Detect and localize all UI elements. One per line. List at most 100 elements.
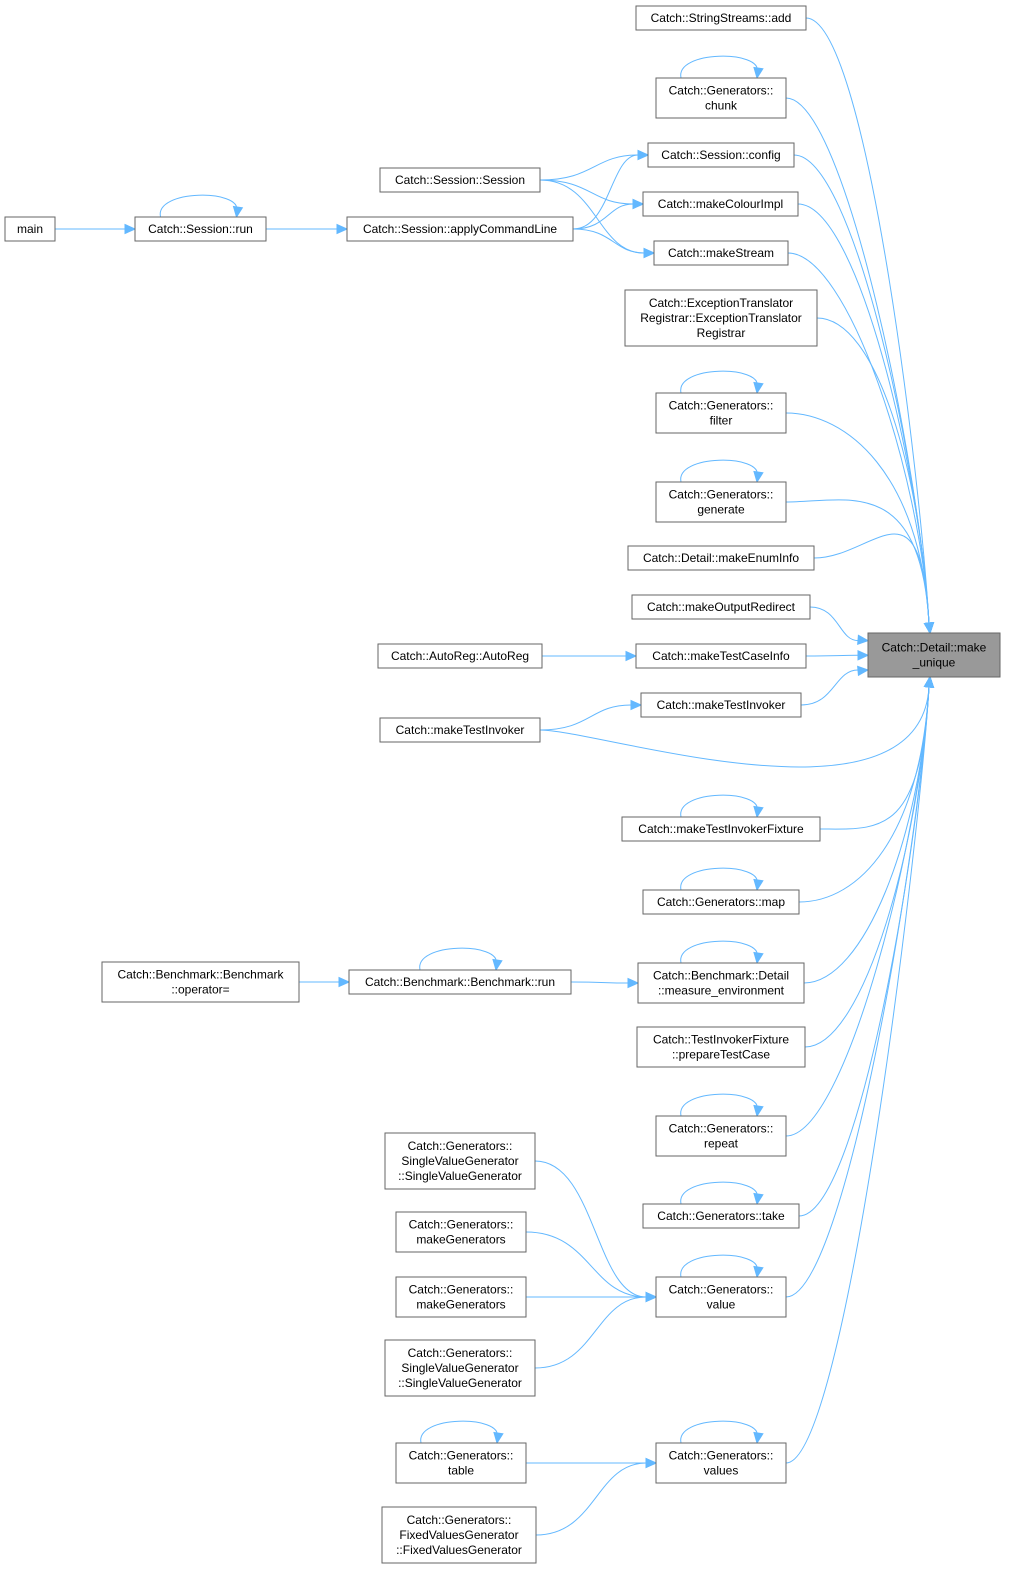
arrow-head-icon: [753, 1104, 764, 1118]
node-label: SingleValueGenerator: [401, 1361, 518, 1375]
node-make-stream[interactable]: Catch::makeStream: [653, 240, 789, 266]
edge-line: [680, 940, 758, 964]
node-label: repeat: [704, 1137, 739, 1151]
edge-gen-value-to-root: [785, 675, 935, 1298]
node-gen-table[interactable]: Catch::Generators::table: [395, 1442, 527, 1484]
edge-line: [803, 686, 930, 984]
node-gen-chunk[interactable]: Catch::Generators::chunk: [655, 77, 787, 119]
node-box: [653, 240, 789, 266]
edge-make-generators-a-to-gen-value: [525, 1231, 658, 1303]
node-label: values: [704, 1464, 739, 1478]
edge-line: [539, 179, 634, 205]
node-box: [631, 594, 811, 620]
node-box: [627, 545, 815, 571]
node-prepare-test-case[interactable]: Catch::TestInvokerFixture::prepareTestCa…: [636, 1026, 806, 1068]
node-box: [642, 191, 799, 217]
node-make-colour-impl[interactable]: Catch::makeColourImpl: [642, 191, 799, 217]
arrow-head-icon: [857, 634, 870, 645]
node-box: [642, 889, 800, 915]
node-box: [655, 77, 787, 119]
node-label: Catch::Generators::: [409, 1449, 514, 1463]
node-label: Catch::Generators::take: [657, 1209, 785, 1223]
node-root[interactable]: Catch::Detail::make_unique: [867, 632, 1001, 678]
node-gen-value[interactable]: Catch::Generators::value: [655, 1276, 787, 1318]
edge-session-session-to-session-config: [539, 149, 650, 181]
edge-make-generators-b-to-gen-value: [526, 1291, 658, 1303]
edge-line: [816, 317, 930, 624]
node-label: ::operator=: [171, 983, 229, 997]
node-label: Catch::ExceptionTranslator: [649, 296, 793, 310]
arrow-head-icon: [637, 149, 650, 161]
node-single-value-gen-a[interactable]: Catch::Generators::SingleValueGenerator:…: [384, 1132, 536, 1190]
node-box: [647, 142, 795, 168]
node-main[interactable]: main: [4, 216, 56, 242]
edge-benchmark-run-to-measure-environment: [570, 977, 640, 989]
edge-line: [572, 154, 639, 230]
edge-line: [809, 606, 859, 642]
node-make-test-case-info[interactable]: Catch::makeTestCaseInfo: [635, 643, 807, 669]
node-benchmark-operator[interactable]: Catch::Benchmark::Benchmark::operator=: [101, 961, 300, 1003]
node-box: [379, 717, 541, 743]
node-make-output-redirect[interactable]: Catch::makeOutputRedirect: [631, 594, 811, 620]
node-make-test-invoker-a[interactable]: Catch::makeTestInvoker: [640, 692, 802, 718]
node-session-session[interactable]: Catch::Session::Session: [379, 167, 541, 193]
node-session-config[interactable]: Catch::Session::config: [647, 142, 795, 168]
node-single-value-gen-b[interactable]: Catch::Generators::SingleValueGenerator:…: [384, 1339, 536, 1397]
edge-line: [813, 533, 930, 624]
edge-line: [785, 499, 930, 624]
node-gen-values[interactable]: Catch::Generators::values: [655, 1442, 787, 1484]
edge-line: [535, 1462, 647, 1536]
node-box: [635, 643, 807, 669]
node-apply-command-line[interactable]: Catch::Session::applyCommandLine: [346, 216, 574, 242]
arrow-head-icon: [857, 665, 870, 677]
edge-line: [804, 686, 930, 1048]
node-label: Catch::TestInvokerFixture: [653, 1033, 789, 1047]
edge-gen-table-to-gen-table: [420, 1420, 504, 1445]
node-gen-generate[interactable]: Catch::Generators::generate: [655, 481, 787, 523]
edge-line: [805, 17, 930, 624]
node-make-test-invoker-b[interactable]: Catch::makeTestInvoker: [379, 717, 541, 743]
node-label: Catch::Benchmark::Detail: [653, 969, 789, 983]
node-gen-repeat[interactable]: Catch::Generators::repeat: [655, 1115, 787, 1157]
node-session-run[interactable]: Catch::Session::run: [134, 216, 267, 242]
edge-session-run-to-session-run: [159, 194, 244, 219]
node-box: [395, 1276, 527, 1318]
node-make-enum-info[interactable]: Catch::Detail::makeEnumInfo: [627, 545, 815, 571]
node-exception-translator-registrar[interactable]: Catch::ExceptionTranslatorRegistrar::Exc…: [624, 289, 818, 347]
node-label: Registrar: [697, 326, 746, 340]
node-box: [381, 1506, 537, 1564]
node-stringstreams-add[interactable]: Catch::StringStreams::add: [635, 5, 807, 31]
edge-apply-command-line-to-make-stream: [572, 228, 656, 259]
node-label: Catch::Generators::: [669, 84, 774, 98]
node-gen-take[interactable]: Catch::Generators::take: [642, 1203, 800, 1229]
arrow-head-icon: [232, 205, 244, 219]
node-measure-environment[interactable]: Catch::Benchmark::Detail::measure_enviro…: [637, 962, 805, 1004]
arrow-head-icon: [124, 223, 137, 235]
node-make-generators-b[interactable]: Catch::Generators::makeGenerators: [395, 1276, 527, 1318]
node-fixed-values-gen[interactable]: Catch::Generators::FixedValuesGenerator:…: [381, 1506, 537, 1564]
node-gen-filter[interactable]: Catch::Generators::filter: [655, 392, 787, 434]
node-make-generators-a[interactable]: Catch::Generators::makeGenerators: [395, 1211, 527, 1253]
node-box: [348, 969, 572, 995]
arrow-head-icon: [753, 878, 764, 892]
node-benchmark-run[interactable]: Catch::Benchmark::Benchmark::run: [348, 969, 572, 995]
node-make-test-invoker-fixture[interactable]: Catch::makeTestInvokerFixture: [621, 816, 821, 842]
node-label: table: [448, 1464, 474, 1478]
edge-single-value-gen-b-to-gen-value: [534, 1291, 658, 1369]
node-box: [621, 816, 821, 842]
node-autoreg[interactable]: Catch::AutoReg::AutoReg: [377, 643, 543, 669]
edge-line: [572, 228, 645, 254]
arrow-head-icon: [753, 1265, 764, 1279]
edge-line: [534, 1296, 647, 1369]
edge-make-test-invoker-b-to-root: [539, 675, 935, 768]
node-label: Catch::Generators::: [407, 1513, 512, 1527]
edge-line: [819, 686, 930, 830]
edge-line: [420, 1420, 498, 1444]
edge-make-test-invoker-fixture-to-make-test-invoker-fixture: [680, 794, 764, 819]
arrow-head-icon: [753, 381, 764, 395]
arrow-head-icon: [753, 470, 764, 484]
arrow-head-icon: [753, 1192, 764, 1206]
node-box: [655, 481, 787, 523]
arrow-head-icon: [493, 1431, 504, 1445]
node-gen-map[interactable]: Catch::Generators::map: [642, 889, 800, 915]
